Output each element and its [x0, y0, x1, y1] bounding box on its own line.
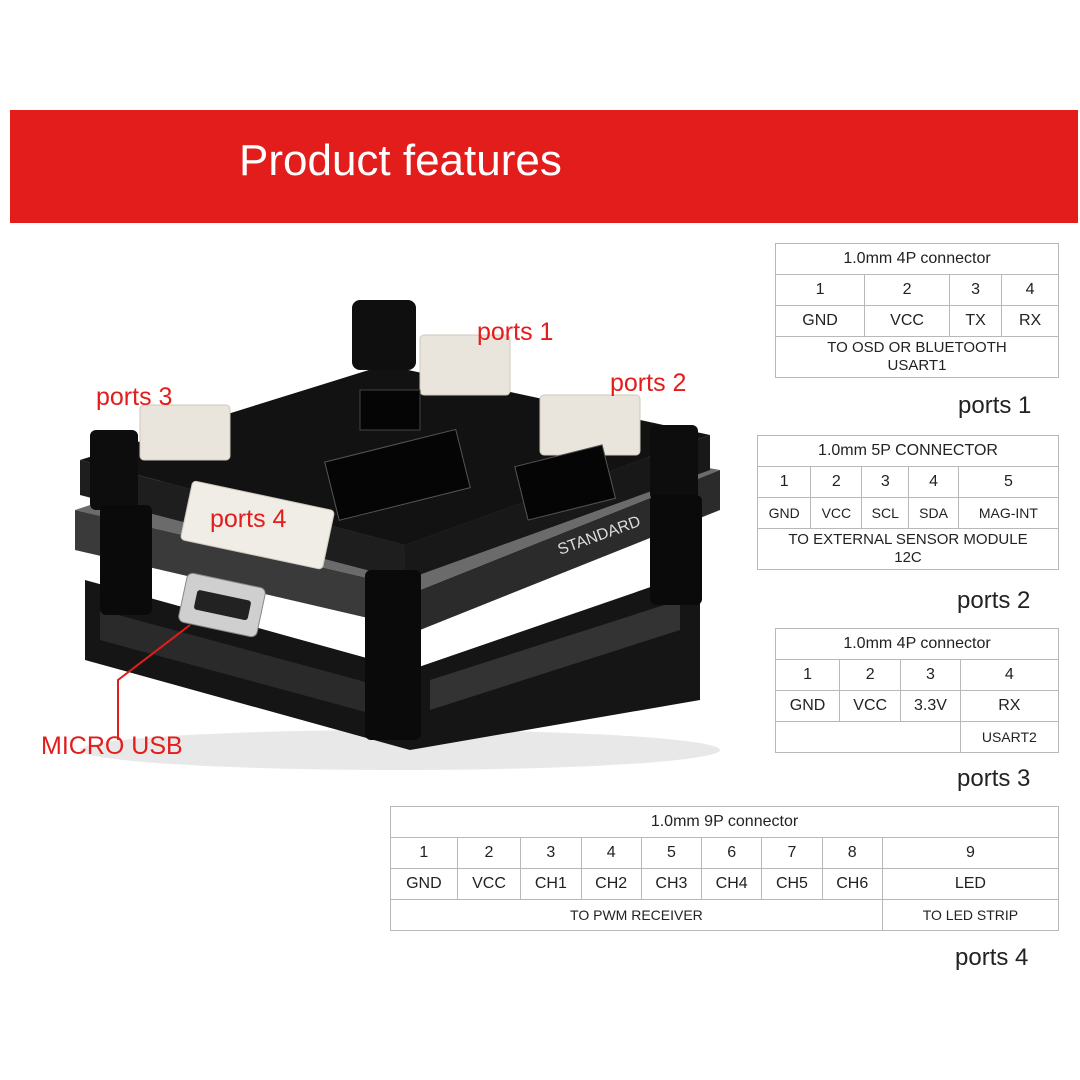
banner-title: Product features	[239, 136, 562, 185]
ports-2-caption: ports 2	[957, 587, 1031, 614]
ports-2-table: 1.0mm 5P CONNECTOR 1 2 3 4 5 GND VCC SCL…	[756, 435, 1060, 570]
ports-1-note-line-2: USART1	[887, 357, 947, 374]
ports-3-header: 1.0mm 4P connector	[775, 628, 1059, 660]
ports-3-note: USART2	[959, 721, 1060, 753]
pin-name: VCC	[456, 868, 522, 900]
pin-name: VCC	[864, 305, 950, 337]
ports-2-note-line-1: TO EXTERNAL SENSOR MODULE	[788, 531, 1028, 548]
pin-number: 8	[821, 837, 883, 869]
ports-1-table: 1.0mm 4P connector 1 2 3 4 GND VCC TX RX…	[774, 243, 1059, 378]
pin-number: 6	[701, 837, 763, 869]
pin-name: GND	[774, 690, 841, 722]
title-banner: Product features	[10, 110, 1078, 223]
ports-3-photo-label: ports 3	[96, 383, 173, 411]
pin-number: 2	[839, 659, 902, 691]
pin-number: 1	[756, 466, 812, 498]
pin-number: 4	[908, 466, 959, 498]
pin-number: 3	[520, 837, 582, 869]
ports-1-photo-label: ports 1	[477, 318, 554, 346]
ports-1-caption: ports 1	[958, 392, 1032, 419]
pin-name: CH5	[761, 868, 823, 900]
pin-number: 4	[580, 837, 642, 869]
ports-4-note-led: TO LED STRIP	[881, 899, 1060, 931]
ports-3-caption: ports 3	[957, 765, 1031, 792]
pin-name: CH4	[701, 868, 763, 900]
pin-name: MAG-INT	[957, 497, 1060, 529]
ports-1-header: 1.0mm 4P connector	[775, 243, 1059, 275]
pin-number: 1	[774, 274, 866, 306]
pin-name: VCC	[839, 690, 902, 722]
ports-3-empty-cell	[775, 721, 961, 753]
flight-controller-photo: STANDARD	[75, 300, 720, 770]
pin-name: CH3	[640, 868, 703, 900]
pin-name: CH2	[580, 868, 642, 900]
pin-name: SDA	[908, 497, 959, 529]
micro-usb-label: MICRO USB	[41, 732, 183, 760]
ports-4-note-main: TO PWM RECEIVER	[390, 899, 883, 931]
pin-name: GND	[774, 305, 866, 337]
ports-2-note-line-2: 12C	[894, 549, 922, 566]
pin-name: CH1	[520, 868, 582, 900]
pin-name: SCL	[861, 497, 910, 529]
pin-number: 3	[948, 274, 1003, 306]
pin-number: 4	[1001, 274, 1059, 306]
pin-number: 3	[861, 466, 910, 498]
pin-number: 4	[959, 659, 1060, 691]
pin-name: TX	[948, 305, 1003, 337]
pin-name: 3.3V	[900, 690, 961, 722]
ports-2-photo-label: ports 2	[610, 369, 687, 397]
pin-number: 2	[456, 837, 522, 869]
ports-4-header: 1.0mm 9P connector	[390, 806, 1059, 838]
pin-name: VCC	[810, 497, 863, 529]
pin-number: 2	[810, 466, 863, 498]
pin-number: 3	[900, 659, 961, 691]
ports-4-table: 1.0mm 9P connector 1 2 3 4 5 6 7 8 9 GND…	[390, 806, 1060, 931]
ports-4-caption: ports 4	[955, 944, 1029, 971]
pin-number: 5	[957, 466, 1060, 498]
ports-4-photo-label: ports 4	[210, 505, 287, 533]
ports-2-note: TO EXTERNAL SENSOR MODULE 12C	[757, 528, 1059, 570]
pin-number: 1	[390, 837, 458, 869]
ports-3-table: 1.0mm 4P connector 1 2 3 4 GND VCC 3.3V …	[774, 628, 1060, 753]
pin-number: 5	[640, 837, 703, 869]
pin-number: 9	[881, 837, 1060, 869]
ports-2-header: 1.0mm 5P CONNECTOR	[757, 435, 1059, 467]
pin-number: 1	[774, 659, 841, 691]
pin-number: 2	[864, 274, 950, 306]
pin-name: RX	[959, 690, 1060, 722]
ports-1-note: TO OSD OR BLUETOOTH USART1	[775, 336, 1059, 378]
pin-name: LED	[881, 868, 1060, 900]
pin-name: CH6	[821, 868, 883, 900]
pin-name: GND	[390, 868, 458, 900]
ports-1-note-line-1: TO OSD OR BLUETOOTH	[827, 339, 1007, 356]
pin-name: RX	[1001, 305, 1059, 337]
pin-number: 7	[761, 837, 823, 869]
pin-name: GND	[756, 497, 812, 529]
